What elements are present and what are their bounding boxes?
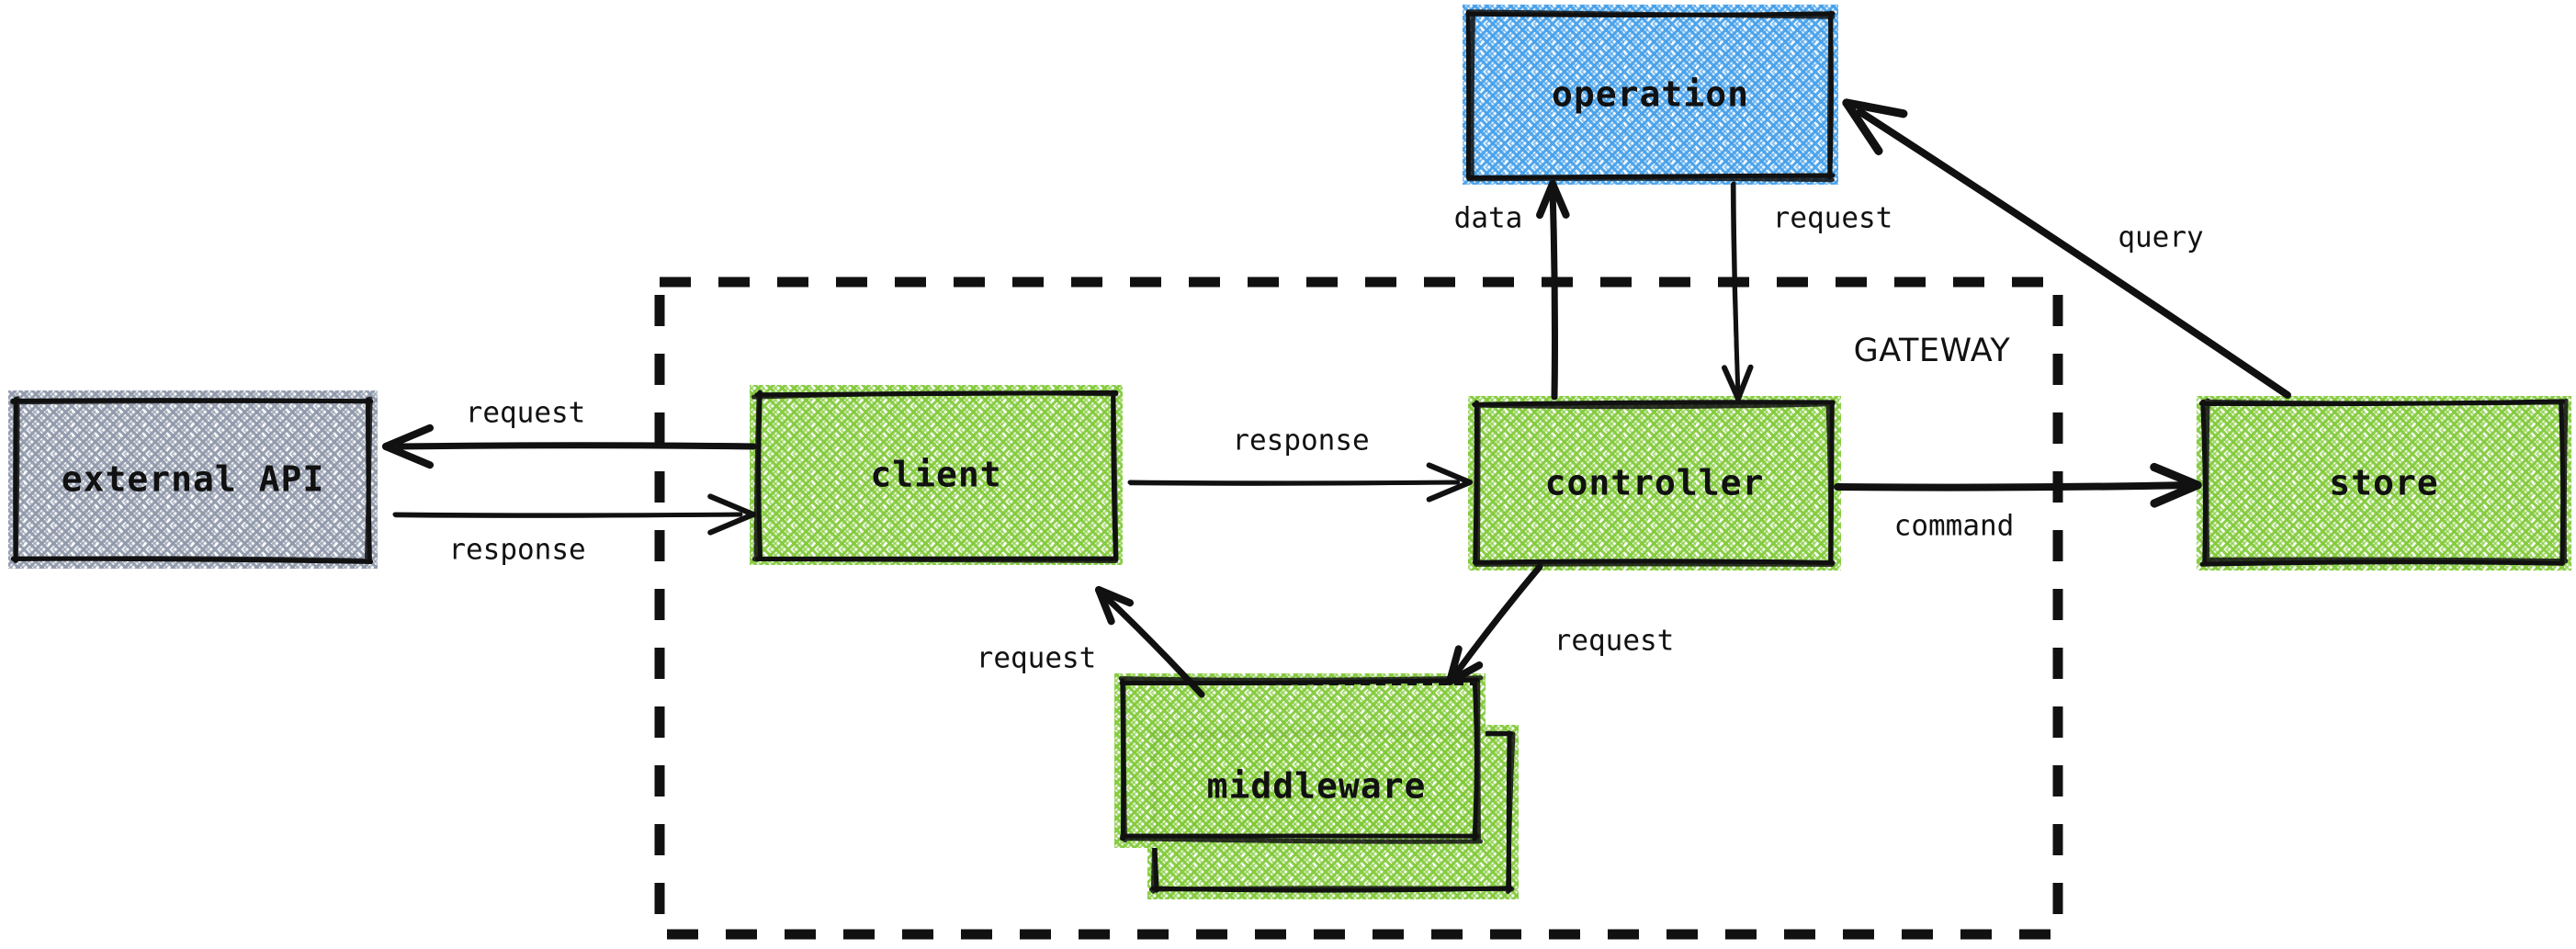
node-box-operation <box>1463 5 1838 185</box>
node-label-controller: controller <box>1545 463 1765 503</box>
labels-layer: external API client controller middleware st… <box>62 74 2438 807</box>
node-box-controller <box>1468 396 1841 571</box>
edge-label-client-to-controller: response <box>1232 424 1369 458</box>
edge-label-external-api-to-client: response <box>448 534 585 567</box>
edge-client-to-external-api <box>381 424 757 469</box>
edge-middleware-to-client <box>1094 585 1205 698</box>
edge-label-client-to-external-api: request <box>466 397 586 430</box>
node-box-middleware <box>1114 673 1486 848</box>
node-label-external-api: external API <box>62 459 325 500</box>
node-box-store <box>2197 396 2571 571</box>
edge-label-middleware-to-client: request <box>977 642 1097 675</box>
edge-controller-to-middleware <box>1445 563 1543 686</box>
edge-external-api-to-client <box>392 493 756 536</box>
node-box-client <box>750 385 1123 565</box>
nodes-layer <box>8 5 2571 899</box>
gateway-boundary <box>654 277 2063 940</box>
edges-layer <box>381 98 2291 698</box>
node-label-middleware: middleware <box>1207 766 1427 807</box>
node-label-store: store <box>2329 463 2438 503</box>
node-box-external-api <box>8 390 378 569</box>
gateway-group-layer <box>654 277 2063 940</box>
edge-label-controller-to-store: command <box>1894 510 2015 543</box>
edge-client-to-controller <box>1127 462 1473 503</box>
gateway-group-label: GATEWAY <box>1854 333 2011 369</box>
node-label-client: client <box>870 455 1001 495</box>
edge-store-to-operation <box>1842 98 2291 399</box>
edge-controller-to-store <box>1834 462 2202 508</box>
edge-operation-to-controller <box>1722 181 1754 401</box>
edge-label-operation-to-controller: request <box>1773 202 1893 235</box>
edge-label-controller-to-middleware: request <box>1554 625 1675 658</box>
edge-label-controller-to-operation: data <box>1454 202 1523 235</box>
edge-controller-to-operation <box>1535 179 1570 401</box>
edge-label-store-to-operation: query <box>2118 221 2203 254</box>
node-label-operation: operation <box>1552 74 1749 115</box>
